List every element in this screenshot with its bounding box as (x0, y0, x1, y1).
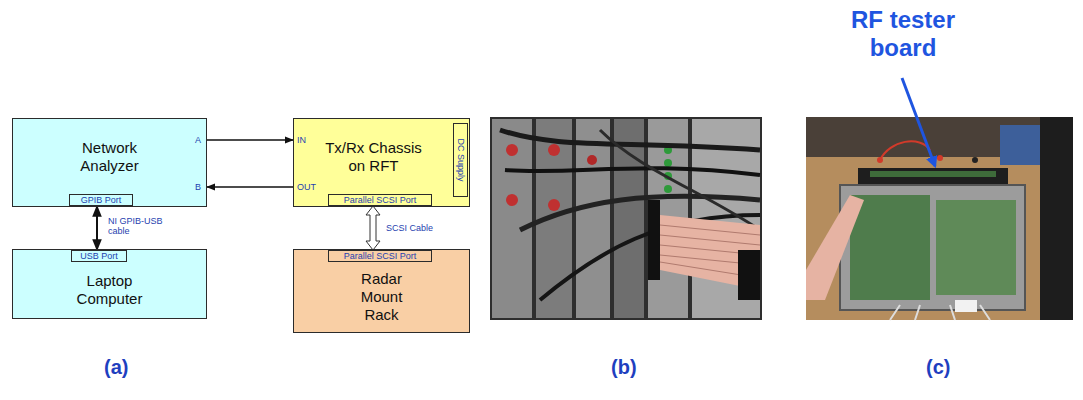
port-box: USB Port (71, 250, 127, 262)
node-title: Radar Mount Rack (342, 270, 422, 324)
signal-arrow (207, 139, 293, 141)
computer-box: Laptop Computer USB Port (12, 249, 207, 319)
port-letter: B (195, 182, 201, 192)
edge-label: NI GPIB-USB cable (108, 216, 180, 236)
port-box: GPIB Port (69, 194, 133, 206)
node-title: Network Analyzer (70, 139, 150, 175)
node-title: Laptop Computer (67, 272, 153, 308)
panel-letter: (b) (611, 356, 637, 379)
rack-box: Radar Mount Rack Parallel SCSI Port (293, 249, 470, 333)
cable-arrow (96, 206, 98, 250)
instrument-box: Network AnalyzerGPIB Port (12, 118, 207, 207)
port-label: Parallel SCSI Port (344, 251, 417, 261)
port-box: Parallel SCSI Port (328, 250, 432, 262)
supply-strip: DC Supply (453, 123, 468, 197)
node-title: Tx/Rx Chassis on RFT (322, 139, 426, 175)
signal-arrow (207, 186, 293, 188)
port-letter: A (195, 135, 201, 145)
rack-photo (490, 117, 762, 320)
bench-photo (806, 117, 1073, 320)
port-letter: OUT (297, 182, 316, 192)
port-label: Parallel SCSI Port (344, 195, 417, 205)
port-letter: IN (297, 135, 306, 145)
port-label: USB Port (80, 251, 118, 261)
panel-letter: (a) (104, 356, 128, 379)
vertical-label: DC Supply (456, 138, 466, 181)
cable-arrow (366, 206, 380, 250)
port-box: Parallel SCSI Port (328, 194, 432, 206)
chassis-box: Tx/Rx Chassis on RFT DC SupplyParallel SC… (293, 118, 470, 207)
leader-arrow (902, 78, 935, 166)
edge-label: SCSI Cable (386, 223, 456, 233)
callout-label: RF tester board (832, 6, 974, 62)
port-label: GPIB Port (81, 195, 122, 205)
panel-letter: (c) (926, 356, 950, 379)
